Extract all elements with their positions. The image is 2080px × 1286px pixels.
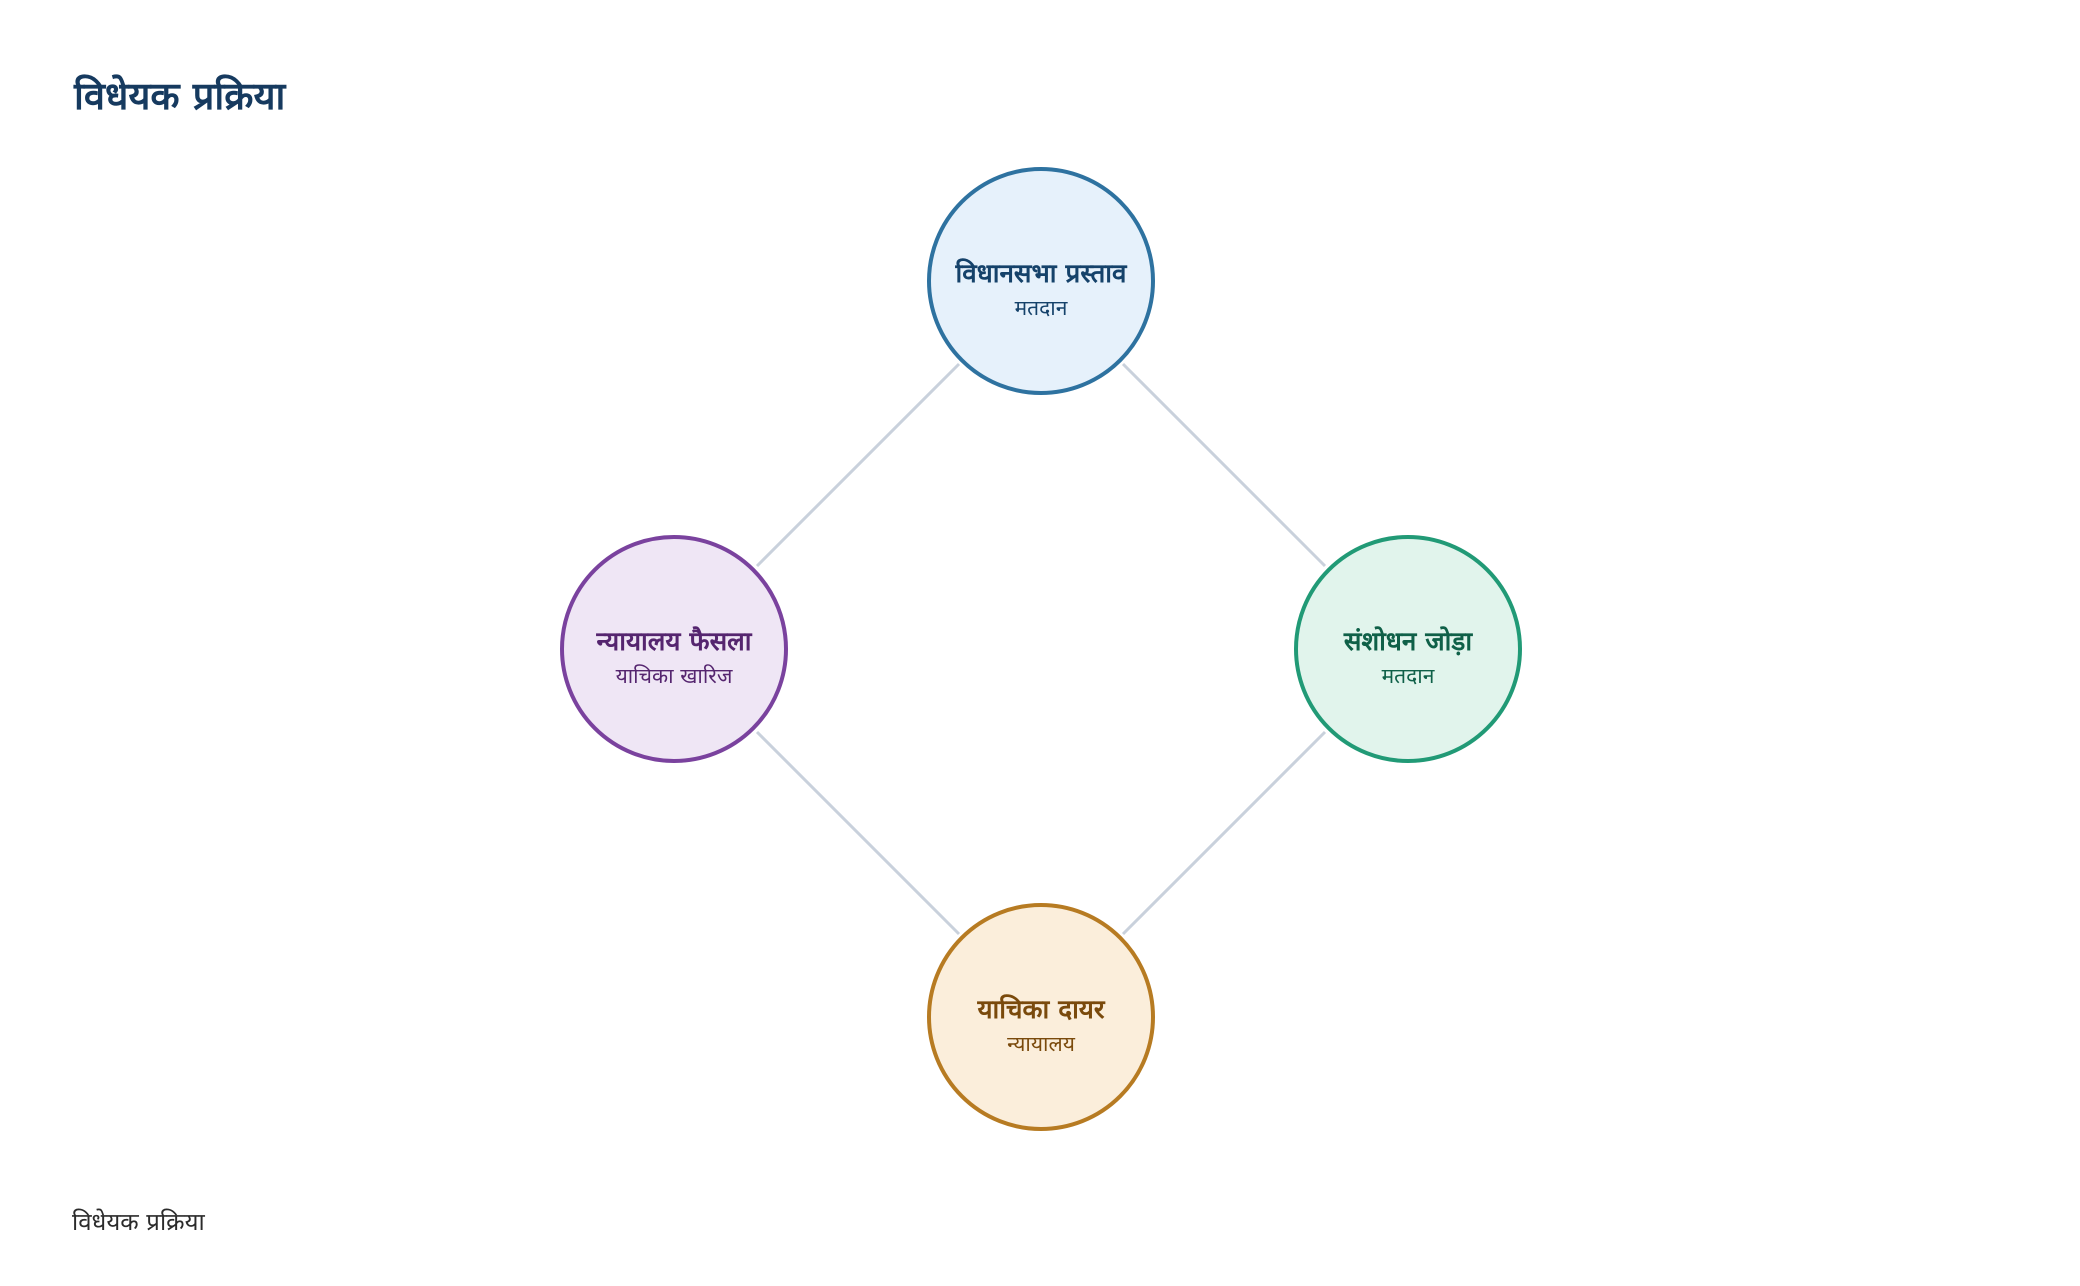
- node-right-subtitle: मतदान: [1382, 664, 1435, 688]
- node-top-subtitle: मतदान: [1015, 296, 1068, 320]
- footer-caption: विधेयक प्रक्रिया: [72, 1208, 205, 1236]
- node-bottom[interactable]: याचिका दायर न्यायालय: [927, 903, 1155, 1131]
- node-left-circle: [560, 535, 788, 763]
- node-right-title: संशोधन जोड़ा: [1343, 626, 1473, 657]
- node-left[interactable]: न्यायालय फैसला याचिका खारिज: [560, 535, 788, 763]
- node-bottom-circle: [927, 903, 1155, 1131]
- node-right-circle: [1294, 535, 1522, 763]
- node-right[interactable]: संशोधन जोड़ा मतदान: [1294, 535, 1522, 763]
- edge-bottom-left: [755, 730, 961, 936]
- edge-right-bottom: [1121, 730, 1327, 936]
- node-left-subtitle: याचिका खारिज: [616, 664, 733, 688]
- node-bottom-title: याचिका दायर: [976, 994, 1105, 1025]
- node-bottom-subtitle: न्यायालय: [1007, 1032, 1076, 1056]
- edge-top-right: [1121, 362, 1327, 568]
- node-top-title: विधानसभा प्रस्ताव: [955, 258, 1128, 289]
- edge-left-top: [755, 362, 961, 568]
- node-top-circle: [927, 167, 1155, 395]
- node-left-title: न्यायालय फैसला: [595, 626, 752, 657]
- node-top[interactable]: विधानसभा प्रस्ताव मतदान: [927, 167, 1155, 395]
- page-title: विधेयक प्रक्रिया: [74, 74, 286, 118]
